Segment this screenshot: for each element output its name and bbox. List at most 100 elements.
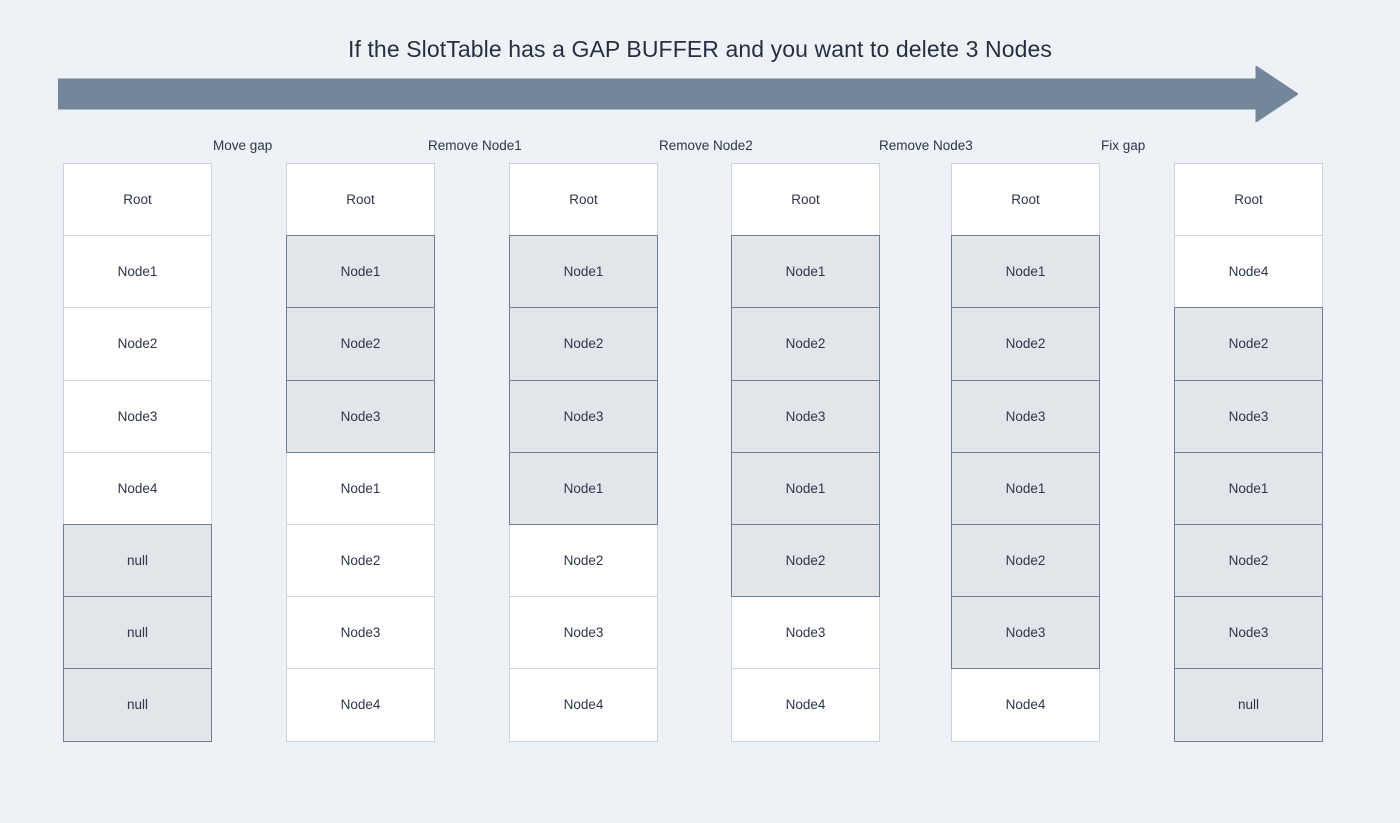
- gap-cell[interactable]: Node2: [951, 307, 1100, 381]
- gap-cell[interactable]: Node2: [509, 307, 658, 381]
- cell-label: Node3: [785, 408, 826, 424]
- cell-label: Node1: [563, 480, 604, 496]
- gap-cell[interactable]: null: [63, 523, 212, 598]
- gap-cell[interactable]: Node1: [951, 235, 1100, 309]
- stage-label-2: Remove Node1: [428, 138, 522, 153]
- slot-cell[interactable]: Node1: [63, 235, 212, 309]
- cell-label: Node1: [785, 264, 826, 280]
- gap-cell[interactable]: Node3: [286, 379, 435, 453]
- cell-label: Node1: [785, 480, 826, 496]
- cell-label: Node4: [1005, 697, 1046, 713]
- gap-cell[interactable]: Node3: [731, 379, 880, 453]
- stage-label-4: Remove Node3: [879, 138, 973, 153]
- stage-label-1: Move gap: [213, 138, 273, 153]
- progression-arrow-icon: [57, 65, 1299, 123]
- slot-cell[interactable]: Node4: [63, 451, 212, 525]
- slot-cell[interactable]: Node2: [63, 307, 212, 381]
- slot-cell[interactable]: Node3: [63, 379, 212, 453]
- cell-label: Node4: [563, 697, 604, 713]
- cell-label: Node1: [1005, 480, 1046, 496]
- cell-label: Node2: [563, 336, 604, 352]
- gap-cell[interactable]: null: [1174, 668, 1323, 742]
- cell-label: Root: [569, 192, 598, 208]
- gap-cell[interactable]: Node1: [951, 451, 1100, 525]
- slot-cell[interactable]: Node4: [286, 668, 435, 742]
- slot-cell[interactable]: Node3: [509, 596, 658, 670]
- cell-label: Node3: [1228, 625, 1269, 641]
- cell-label: Node1: [563, 264, 604, 280]
- cell-label: Node3: [340, 625, 381, 641]
- gap-cell[interactable]: Node1: [286, 235, 435, 309]
- slot-cell[interactable]: Root: [286, 163, 435, 237]
- cell-label: Node2: [1005, 336, 1046, 352]
- cell-label: null: [126, 625, 148, 641]
- cell-label: Node3: [1228, 408, 1269, 424]
- slot-cell[interactable]: Node4: [509, 668, 658, 742]
- stage-label-3: Remove Node2: [659, 138, 753, 153]
- slot-cell[interactable]: Node2: [509, 523, 658, 598]
- cell-label: Node3: [563, 408, 604, 424]
- slot-cell[interactable]: Root: [63, 163, 212, 237]
- cell-label: Node2: [785, 336, 826, 352]
- gap-cell[interactable]: Node1: [731, 451, 880, 525]
- cell-label: Node1: [1005, 264, 1046, 280]
- cell-label: Node2: [785, 553, 826, 569]
- cell-label: null: [126, 697, 148, 713]
- gap-cell[interactable]: Node2: [731, 523, 880, 598]
- slot-cell[interactable]: Node1: [286, 451, 435, 525]
- slot-cell[interactable]: Node3: [286, 596, 435, 670]
- cell-label: Root: [1234, 192, 1263, 208]
- slot-cell[interactable]: Node4: [1174, 235, 1323, 309]
- slot-cell[interactable]: Node4: [951, 668, 1100, 742]
- cell-label: Node3: [117, 408, 158, 424]
- gap-cell[interactable]: Node2: [1174, 523, 1323, 598]
- slot-cell[interactable]: Node3: [731, 596, 880, 670]
- gap-cell[interactable]: null: [63, 668, 212, 742]
- cell-label: Node1: [340, 264, 381, 280]
- gap-cell[interactable]: Node3: [951, 596, 1100, 670]
- gap-cell[interactable]: Node1: [509, 451, 658, 525]
- slot-cell[interactable]: Root: [951, 163, 1100, 237]
- cell-label: Node3: [1005, 625, 1046, 641]
- page-title: If the SlotTable has a GAP BUFFER and yo…: [347, 36, 1053, 62]
- gap-cell[interactable]: Node1: [1174, 451, 1323, 525]
- gap-cell[interactable]: Node1: [509, 235, 658, 309]
- cell-label: Root: [346, 192, 375, 208]
- slot-cell[interactable]: Root: [1174, 163, 1323, 237]
- gap-cell[interactable]: Node2: [731, 307, 880, 381]
- cell-label: Node1: [340, 480, 381, 496]
- cell-label: Node2: [340, 553, 381, 569]
- gap-cell[interactable]: Node3: [1174, 596, 1323, 670]
- gap-cell[interactable]: Node3: [1174, 379, 1323, 453]
- gap-cell[interactable]: Node2: [286, 307, 435, 381]
- cell-label: Root: [123, 192, 152, 208]
- cell-label: Node1: [1228, 480, 1269, 496]
- cell-label: Node3: [785, 625, 826, 641]
- slot-cell[interactable]: Root: [509, 163, 658, 237]
- gap-cell[interactable]: Node3: [509, 379, 658, 453]
- cell-label: Node2: [1228, 336, 1269, 352]
- gap-cell[interactable]: Node2: [1174, 307, 1323, 381]
- slot-cell[interactable]: Root: [731, 163, 880, 237]
- cell-label: Root: [1011, 192, 1040, 208]
- cell-label: null: [126, 553, 148, 569]
- gap-cell[interactable]: Node3: [951, 379, 1100, 453]
- cell-label: Node4: [1228, 264, 1269, 280]
- gap-cell[interactable]: Node2: [951, 523, 1100, 598]
- cell-label: Root: [791, 192, 820, 208]
- cell-label: Node2: [1005, 553, 1046, 569]
- stage-labels: Move gap Remove Node1 Remove Node2 Remove N…: [0, 136, 1400, 158]
- cell-label: Node2: [563, 553, 604, 569]
- gap-cell[interactable]: Node1: [731, 235, 880, 309]
- cell-label: Node3: [340, 408, 381, 424]
- gap-cell[interactable]: null: [63, 596, 212, 670]
- slot-cell[interactable]: Node4: [731, 668, 880, 742]
- cell-label: Node2: [117, 336, 158, 352]
- slot-cell[interactable]: Node2: [286, 523, 435, 598]
